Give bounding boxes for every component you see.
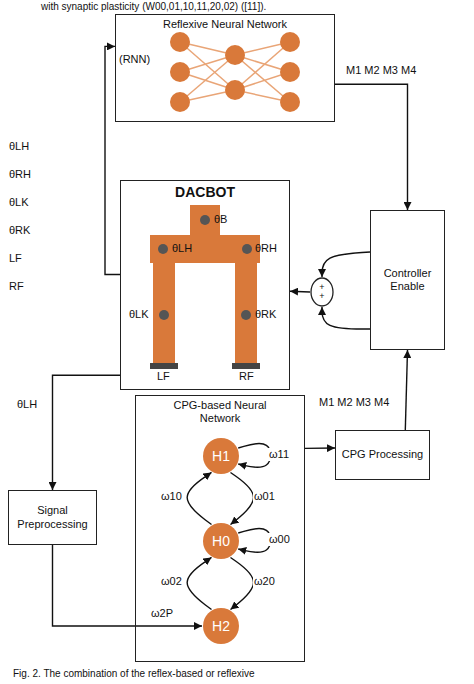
edge-label: θLH <box>16 398 38 411</box>
node-title: Controller Enable <box>374 267 441 293</box>
connector-arrow <box>105 46 120 274</box>
signal-label: LF <box>156 370 171 383</box>
edge-label: ω2P <box>150 607 174 620</box>
node-title: CPG-based Neural Network <box>165 399 275 425</box>
process-box: Signal Preprocessing <box>8 490 97 545</box>
edge-label: M1 M2 M3 M4 <box>345 64 417 77</box>
node-subtitle: + <box>319 292 324 301</box>
summing-junction: ++ <box>310 277 334 307</box>
connector-arrow <box>290 291 310 293</box>
signal-label: θRK <box>254 308 277 321</box>
neuron-node: H2 <box>202 607 240 645</box>
connector-arrow <box>405 350 407 430</box>
node-title: DACBOT <box>175 184 235 201</box>
node-title: + <box>319 283 324 292</box>
node-title: Signal Preprocessing <box>12 504 93 530</box>
node-title: H0 <box>212 533 230 550</box>
network-box: CPG-based Neural NetworkH1H0H2 <box>135 395 305 662</box>
signal-label: LF <box>8 252 23 265</box>
neuron-node: H0 <box>202 522 240 560</box>
node-title: Reflexive Neural Network <box>163 18 287 31</box>
connector-arrow <box>53 375 121 490</box>
signal-label: θLH <box>8 140 30 153</box>
connector-arrow <box>187 472 211 524</box>
edge-label: ω01 <box>253 490 276 503</box>
signal-label: θB <box>213 213 228 226</box>
signal-label: θLK <box>8 196 30 209</box>
signal-label: θLK <box>128 308 150 321</box>
edge-label: ω10 <box>160 490 183 503</box>
connector-arrow <box>322 252 370 277</box>
neuron-circles <box>170 32 300 112</box>
figure-caption: Fig. 2. The combination of the reflex-ba… <box>12 668 256 680</box>
connector-arrow <box>238 443 270 467</box>
process-box: Controller Enable <box>370 210 445 350</box>
process-box: CPG Processing <box>335 430 430 480</box>
neuron-node: H1 <box>202 437 240 475</box>
signal-label: θRH <box>254 242 278 255</box>
robot-box: DACBOT <box>120 180 290 390</box>
signal-label: RF <box>8 280 25 293</box>
node-title: H1 <box>212 448 230 465</box>
connector-arrow <box>322 307 370 329</box>
signal-label: θRH <box>8 168 32 181</box>
edge-label: ω20 <box>253 575 276 588</box>
edge-label: ω11 <box>268 448 290 461</box>
connector-arrow <box>231 472 254 524</box>
signal-label: θLH <box>171 242 193 255</box>
neural-net-picture <box>180 42 290 102</box>
signal-label: RF <box>238 370 255 383</box>
connector-arrow <box>231 557 254 609</box>
node-subtitle: (RNN) <box>119 53 150 66</box>
network-box: Reflexive Neural Network (RNN) <box>115 14 335 122</box>
text-fragment: with synaptic plasticity (W00,01,10,11,2… <box>40 1 267 13</box>
connector-arrow <box>305 447 335 449</box>
node-title: H2 <box>212 618 230 635</box>
connector-arrow <box>238 528 270 552</box>
connector-arrow <box>53 545 203 626</box>
edge-label: ω02 <box>160 575 183 588</box>
robot-figure <box>150 205 260 369</box>
edge-label: M1 M2 M3 M4 <box>318 396 390 409</box>
connector-arrow <box>335 84 408 210</box>
signal-label: θRK <box>8 224 31 237</box>
node-title: CPG Processing <box>342 448 423 461</box>
edge-label: ω00 <box>268 533 291 546</box>
connector-arrow <box>187 557 211 609</box>
